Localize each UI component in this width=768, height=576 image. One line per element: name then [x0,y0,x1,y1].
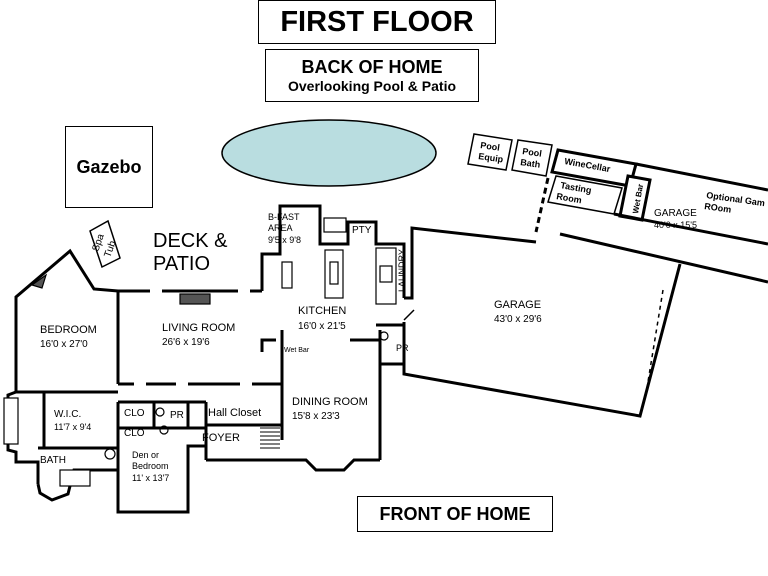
pool-bath-1: Pool [522,146,543,159]
bath-label: BATH [40,455,66,466]
clo1-label: CLO [124,408,145,419]
pr-hall-label: PR [170,410,184,421]
wic-name: W.I.C. [54,409,81,420]
bedroom-size: 16'0 x 27'0 [40,339,88,350]
living-size: 26'6 x 19'6 [162,337,210,348]
first-floor-title: FIRST FLOOR [258,0,496,44]
den-size: 11' x 13'7 [132,473,169,483]
den-name-1: Den or [132,450,159,460]
pr-kitchen-label: PR [396,343,409,353]
living-name: LIVING ROOM [162,322,235,334]
rear-outbuilding [467,133,768,246]
bedroom-name: BEDROOM [40,324,97,336]
pool-bath-2: Bath [520,157,541,170]
pty-label: PTY [352,225,372,236]
foyer-label: FOYER [202,432,240,444]
dining-size: 15'8 x 23'3 [292,411,340,422]
spa-tub [89,219,121,269]
bfast-name-2: AREA [268,223,293,233]
bfast-name-1: B-FAST [268,212,300,222]
deck-label-2: PATIO [153,253,210,275]
garage-main-name: GARAGE [494,299,541,311]
bfast-size: 9'5 x 9'8 [268,235,301,245]
tasting-2: Room [556,191,583,205]
pool-equip-1: Pool [480,140,501,153]
pool-equip-2: Equip [478,151,505,164]
pool [221,119,437,187]
garage-rear-size: 40'0 x 15'5 [654,220,697,230]
back-of-home-label: BACK OF HOME Overlooking Pool & Patio [265,49,479,102]
front-of-home-label: FRONT OF HOME [357,496,553,532]
deck-label-1: DECK & [153,230,228,252]
garage-rear-name: GARAGE [654,208,697,219]
kitchen-name: KITCHEN [298,305,346,317]
fixtures [3,217,741,487]
wetbar-kitchen-label: Wet Bar [284,347,310,354]
hall-closet-label: Hall Closet [208,407,261,419]
laundry-label: LAUNDRY [397,249,407,292]
den-name-2: Bedroom [132,461,169,471]
wic-size: 11'7 x 9'4 [54,422,91,432]
gazebo: Gazebo [65,126,153,208]
labels: Spa Tub DECK & PATIO BEDROOM 16'0 x 27'0… [40,140,766,483]
optional-game-2: ROom [704,201,732,215]
garage-main-size: 43'0 x 29'6 [494,314,542,325]
kitchen-size: 16'0 x 21'5 [298,321,346,332]
dining-name: DINING ROOM [292,396,368,408]
clo2-label: CLO [124,428,145,439]
